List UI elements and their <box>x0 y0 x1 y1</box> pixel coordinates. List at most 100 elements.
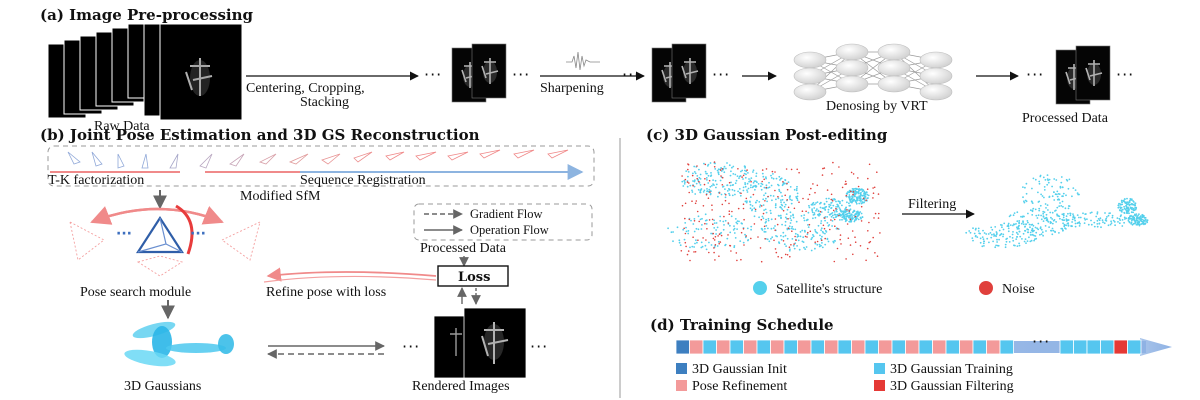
structure-point <box>715 183 718 186</box>
structure-point <box>1145 220 1148 223</box>
structure-point <box>789 217 792 220</box>
structure-point <box>1012 239 1015 242</box>
loss-label: Loss <box>458 270 490 285</box>
structure-point <box>856 210 859 213</box>
noise-point <box>777 195 779 198</box>
noise-point <box>704 163 707 166</box>
structure-point <box>1018 242 1020 245</box>
structure-point <box>696 241 698 244</box>
structure-point <box>851 197 854 199</box>
structure-point <box>839 214 842 217</box>
structure-point <box>687 175 689 178</box>
structure-point <box>733 232 736 234</box>
structure-point <box>1078 221 1081 224</box>
structure-point <box>1029 209 1032 212</box>
structure-point <box>722 220 725 223</box>
structure-point <box>724 188 726 191</box>
structure-point <box>1070 225 1072 227</box>
structure-point <box>771 236 774 239</box>
structure-point <box>1134 208 1137 211</box>
structure-point <box>812 217 814 220</box>
structure-point <box>1068 178 1071 181</box>
structure-point <box>856 215 858 218</box>
noise-point <box>874 212 877 215</box>
structure-point <box>783 243 786 246</box>
structure-point <box>742 178 744 180</box>
structure-point <box>746 189 748 192</box>
noise-point <box>694 202 697 205</box>
structure-point <box>693 180 696 183</box>
structure-point <box>792 216 795 219</box>
noise-point <box>849 218 852 221</box>
noise-point <box>750 237 752 240</box>
structure-point <box>1138 213 1140 216</box>
noise-point <box>784 194 786 197</box>
structure-point <box>1028 236 1030 239</box>
structure-point <box>784 234 787 237</box>
structure-point <box>808 206 811 209</box>
schedule-cell <box>783 339 798 355</box>
structure-point <box>1040 228 1043 231</box>
structure-point <box>741 169 744 172</box>
noise-point <box>711 218 714 221</box>
structure-point <box>742 241 745 244</box>
structure-point <box>762 204 765 207</box>
structure-point <box>1138 221 1140 224</box>
structure-point <box>786 208 789 211</box>
structure-point <box>723 171 726 174</box>
structure-point <box>770 218 773 221</box>
structure-point <box>1042 234 1044 237</box>
structure-point <box>833 239 836 242</box>
structure-point <box>862 189 865 192</box>
schedule-cell <box>729 339 744 355</box>
structure-point <box>845 213 848 216</box>
structure-point <box>774 206 777 209</box>
structure-point <box>689 184 692 187</box>
noise-point <box>804 235 807 238</box>
noise-point <box>684 202 687 205</box>
structure-point <box>1030 224 1033 226</box>
noise-point <box>867 230 869 232</box>
structure-point <box>693 230 696 233</box>
noise-point <box>704 222 706 225</box>
structure-point <box>705 223 708 225</box>
noise-point <box>696 177 698 180</box>
panel-c-title: (c) 3D Gaussian Post-editing <box>646 126 888 144</box>
noise-point <box>693 220 696 222</box>
structure-point <box>1040 214 1042 217</box>
noise-point <box>762 212 765 215</box>
structure-point <box>1004 246 1007 249</box>
noise-point <box>780 256 783 259</box>
structure-point <box>849 198 852 201</box>
structure-point <box>1045 216 1048 219</box>
structure-point <box>779 177 782 180</box>
noise-point <box>832 161 834 164</box>
structure-point <box>1095 215 1098 218</box>
structure-point <box>1112 219 1115 222</box>
noise-point <box>798 201 800 203</box>
structure-point <box>726 162 728 164</box>
noise-point <box>791 230 793 232</box>
modified-sfm-box <box>47 145 595 187</box>
structure-point <box>1036 227 1038 230</box>
noise-point <box>860 220 863 222</box>
structure-point <box>1009 235 1011 238</box>
structure-point <box>1018 224 1020 227</box>
schedule-cell <box>932 339 947 355</box>
structure-point <box>1031 187 1033 190</box>
structure-point <box>696 175 699 177</box>
structure-point <box>985 233 988 235</box>
structure-point <box>780 234 782 237</box>
structure-point <box>750 225 753 228</box>
structure-point <box>687 171 690 173</box>
structure-point <box>1125 207 1128 210</box>
structure-point <box>1044 203 1047 205</box>
structure-point <box>748 180 750 183</box>
structure-point <box>1056 213 1058 216</box>
noise-point <box>707 197 710 199</box>
structure-point <box>1083 222 1086 225</box>
noise-point <box>874 252 876 254</box>
structure-point <box>686 185 689 188</box>
structure-point <box>1035 214 1038 217</box>
noise-point <box>727 234 729 236</box>
